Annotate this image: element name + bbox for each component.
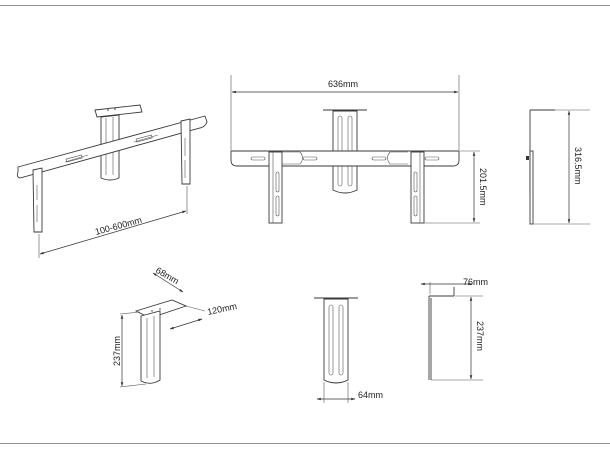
bottom-border-rule xyxy=(0,443,610,444)
iso-top-bracket-view: 68mm 120mm 237mm xyxy=(112,265,238,388)
side-full-bracket-view: 316.5mm xyxy=(526,109,590,225)
top-border-rule xyxy=(0,5,610,6)
dim-bracket-depth-label: 76mm xyxy=(463,277,488,287)
front-full-bracket-view: 636mm 201.5mm xyxy=(230,75,488,224)
dim-total-width-label: 636mm xyxy=(328,79,358,89)
front-top-bracket-view: 64mm xyxy=(314,297,383,403)
dim-bracket-height-iso-label: 237mm xyxy=(112,336,122,366)
dim-bracket-width-label: 64mm xyxy=(358,390,383,400)
dim-plate-depth-label: 68mm xyxy=(154,265,181,286)
dim-plate-width-label: 120mm xyxy=(206,301,237,317)
dim-arm-spacing-label: 100-600mm xyxy=(94,215,143,237)
iso-full-bracket-view: 100-600mm xyxy=(16,104,208,258)
dim-bracket-height-side-label: 237mm xyxy=(475,321,485,351)
side-top-bracket-view: 76mm 237mm xyxy=(420,277,488,381)
dim-total-height-label: 316.5mm xyxy=(573,147,583,185)
dim-arm-height-label: 201.5mm xyxy=(478,168,488,206)
